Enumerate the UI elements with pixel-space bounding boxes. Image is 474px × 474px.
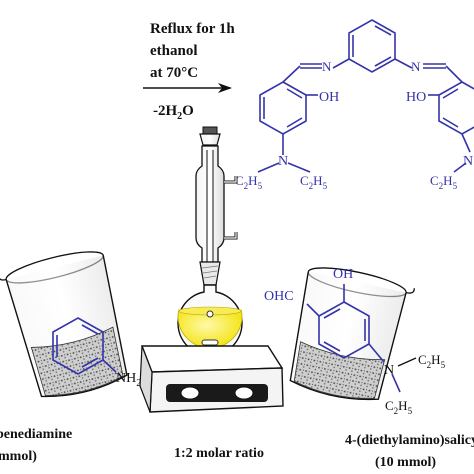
right-beaker-powder [293,341,386,399]
condenser-jacket [195,145,225,263]
amine-group-label: NH2 [116,371,141,389]
condition-reflux: Reflux for 1h [150,21,235,37]
condition-solvent: ethanol [150,43,198,59]
hydroxyl-left: OH [319,90,339,105]
temperature-knob [180,386,200,400]
product-labels: N N OH HO N N C2H5 C2H5 C2H5 [235,59,473,191]
amine-n-left: N [278,154,288,169]
amine-n-right: N [463,154,473,169]
aldehyde-label: OHC [264,289,294,304]
ethyl-left-label: C2H5 [235,173,263,191]
hydroxyl-label: OH [333,267,353,282]
reflux-apparatus [177,126,243,357]
imine-n-right: N [411,59,421,74]
imine-n-left: N [322,59,332,74]
hydroxyl-right: HO [406,90,426,105]
ethyl-top-label: C2H5 [418,352,446,370]
ethyl-far-right-label: C2H5 [430,173,458,191]
diethylamino-n-label: N [384,363,394,378]
speed-knob [234,386,254,400]
water-inlet [224,232,238,240]
condition-temperature: at 70°C [150,65,198,81]
ethyl-right-label: C2H5 [300,173,328,191]
reaction-arrowhead [218,83,232,93]
right-reagent-name: 4-(diethylamino)salicyl [345,433,474,448]
left-phenol-ring [259,81,307,135]
left-beaker-powder [30,326,124,396]
ground-glass-joint [199,261,221,286]
left-reagent-ring [52,317,117,375]
right-reagent-ring [306,284,401,393]
ethyl-bottom-label: C2H5 [385,398,413,416]
hot-plate-stirrer [139,345,284,413]
right-beaker: OHC OH N C2H5 C2H5 [264,267,446,416]
product-structure [257,19,474,173]
left-beaker: NH2 [0,251,141,398]
left-reagent-name: benediamine [0,427,72,442]
flask-yellow-solution [177,309,243,349]
central-benzene-ring [348,19,396,73]
left-reagent-amount: mmol) [0,449,37,464]
molar-ratio-label: 1:2 molar ratio [174,446,264,461]
byproduct-water: -2H2O [153,103,194,122]
stir-bar [201,339,219,346]
reaction-conditions: Reflux for 1h ethanol at 70°C -2H2O [143,21,235,122]
stopper [202,126,218,135]
right-reagent-amount: (10 mmol) [375,455,436,470]
